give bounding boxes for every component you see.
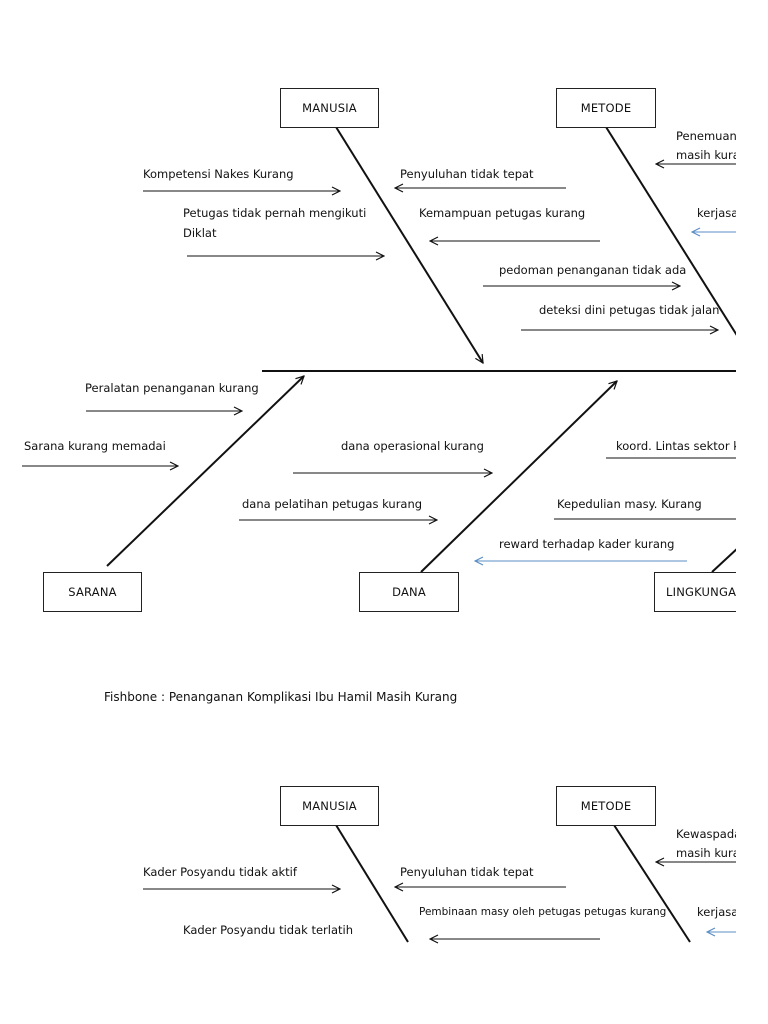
cause-metode-2: kerjasa	[697, 206, 736, 220]
cause-sarana-1: Peralatan penanganan kurang	[85, 381, 259, 395]
bone-dana	[420, 381, 617, 573]
d2-category-metode: METODE	[556, 786, 656, 826]
cause-metode-3: pedoman penanganan tidak ada	[499, 263, 687, 277]
cause-metode-1a: Penemuan	[676, 129, 736, 143]
bone-manusia	[335, 126, 484, 363]
cause-dana-2: dana pelatihan petugas kurang	[242, 497, 423, 511]
category-manusia: MANUSIA	[280, 88, 379, 128]
cause-metode-1b: masih kura	[676, 148, 736, 162]
cause-manusia-4: Kemampuan petugas kurang	[419, 206, 586, 220]
d2-cause-manusia-4: Pembinaan masy oleh petugas petugas kura…	[419, 906, 667, 918]
cause-lingkungan-1: koord. Lintas sektor k	[616, 439, 736, 453]
d2-cause-manusia-2: Kader Posyandu tidak terlatih	[183, 923, 353, 937]
d2-bone-metode	[613, 824, 691, 943]
bone-sarana	[106, 376, 304, 567]
d2-cause-manusia-3: Penyuluhan tidak tepat	[400, 865, 534, 879]
d2-cause-metode-2: kerjasa	[697, 905, 736, 919]
cause-lingkungan-3: reward terhadap kader kurang	[499, 537, 675, 551]
cause-lingkungan-2: Kepedulian masy. Kurang	[557, 497, 702, 511]
category-dana: DANA	[359, 572, 459, 612]
category-metode: METODE	[556, 88, 656, 128]
cause-manusia-3: Penyuluhan tidak tepat	[400, 167, 534, 181]
cause-metode-4: deteksi dini petugas tidak jalan	[539, 303, 720, 317]
d2-cause-manusia-1: Kader Posyandu tidak aktif	[143, 865, 297, 879]
cause-dana-1: dana operasional kurang	[341, 439, 484, 453]
cause-manusia-1: Kompetensi Nakes Kurang	[143, 167, 294, 181]
diagram-caption: Fishbone : Penanganan Komplikasi Ibu Ham…	[104, 690, 458, 704]
cause-manusia-2b: Diklat	[183, 226, 217, 240]
category-sarana: SARANA	[43, 572, 142, 612]
d2-bone-manusia	[335, 824, 409, 943]
d2-cause-metode-1a: Kewaspada	[676, 827, 736, 841]
category-lingkungan: LINGKUNGAN	[654, 572, 736, 612]
cause-manusia-2a: Petugas tidak pernah mengikuti	[183, 206, 367, 220]
cause-sarana-2: Sarana kurang memadai	[24, 439, 166, 453]
d2-category-manusia: MANUSIA	[280, 786, 379, 826]
d2-cause-metode-1b: masih kura	[676, 846, 736, 860]
bone-metode	[605, 126, 736, 336]
diagram-area: MANUSIA METODE SARANA DANA LINGKUNGAN Ko…	[24, 88, 736, 937]
bone-lingkungan	[711, 548, 736, 573]
